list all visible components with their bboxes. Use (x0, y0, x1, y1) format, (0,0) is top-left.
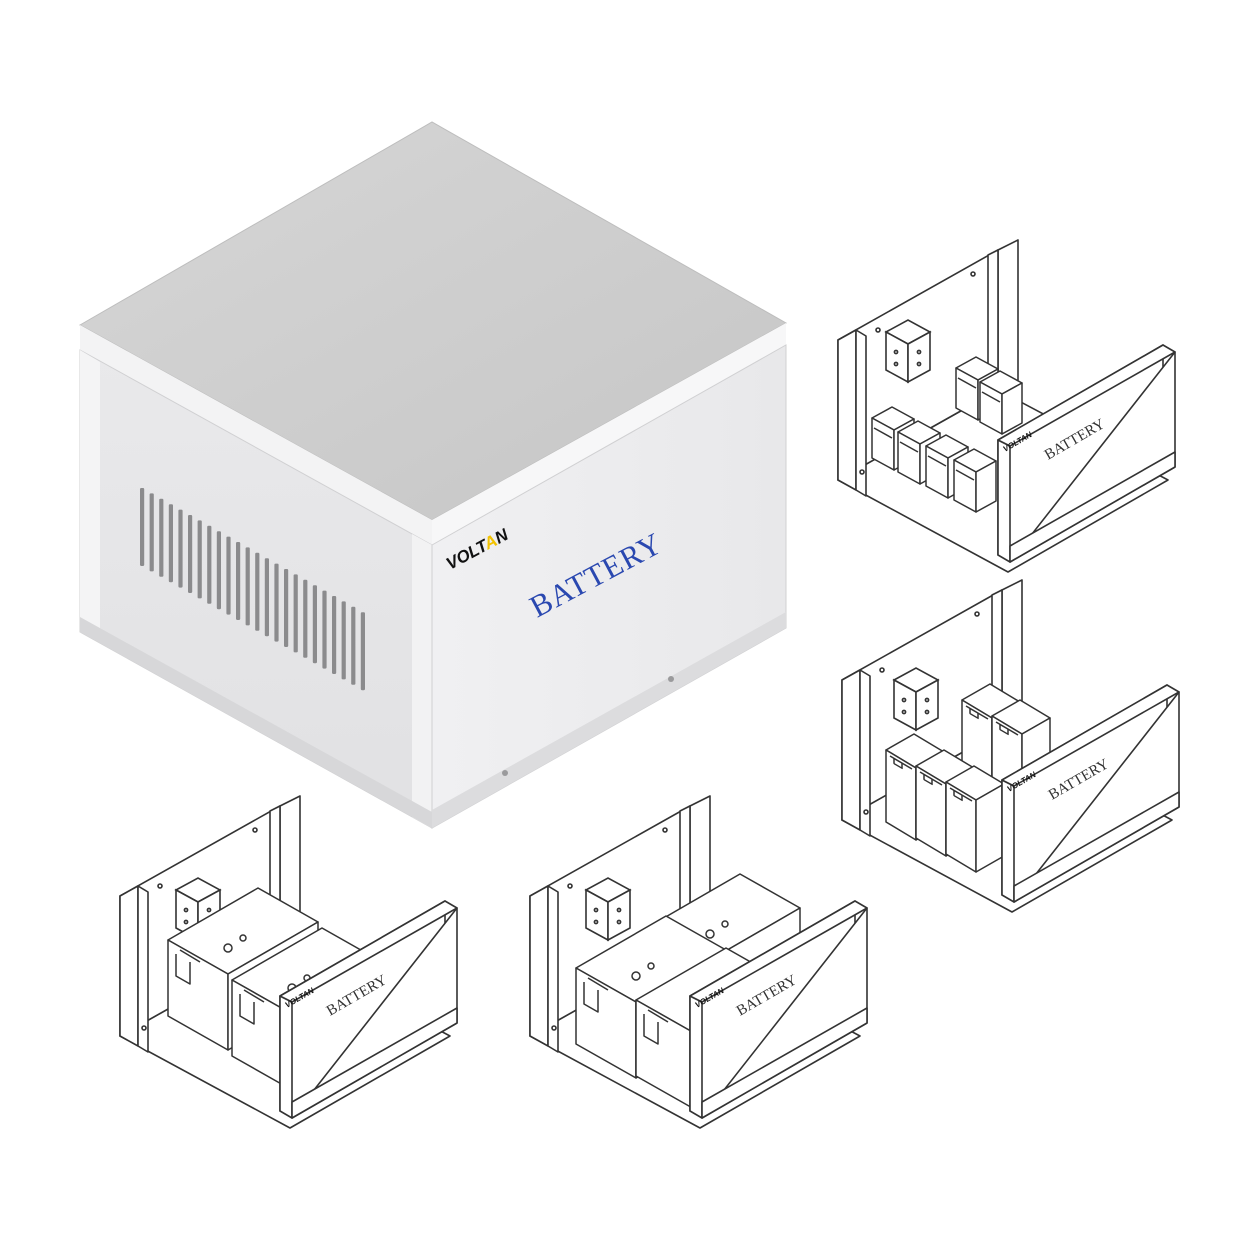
vent-slot (236, 542, 241, 620)
vent-slot (264, 558, 269, 637)
vent-slot (341, 601, 346, 680)
vent-slot (293, 574, 298, 653)
vent-slot (255, 552, 260, 631)
cabinet-lid-lip-right (432, 323, 786, 545)
vent-slot (197, 520, 202, 599)
vent-slot (303, 579, 308, 658)
vent-slot (216, 531, 221, 610)
cabinet-base-strip (432, 612, 786, 828)
vent-slot (140, 488, 145, 566)
cabinet-screw (502, 770, 508, 776)
vent-slot (168, 504, 173, 583)
cabinet-left-frame (80, 350, 100, 640)
vent-slot (149, 493, 154, 572)
vent-slot (312, 585, 317, 664)
vent-slot (207, 525, 212, 604)
open-cabinet-2: VOLTAN BATTERY (841, 579, 1180, 913)
cabinet-left-frame-right (412, 534, 432, 828)
open-cabinet-1: VOLTAN BATTERY (837, 239, 1176, 573)
vent-slot (351, 606, 356, 685)
vent-slot (360, 612, 365, 691)
cabinet-base-strip-left (80, 617, 432, 828)
vent-slot (274, 563, 279, 642)
vent-slot (284, 569, 289, 647)
vent-slot (332, 596, 337, 674)
vent-slot (178, 509, 183, 588)
vent-slot (245, 547, 250, 626)
vent-slot (226, 536, 231, 615)
cabinet-screw (668, 676, 674, 682)
vent-slot (159, 498, 164, 577)
vent-slot (322, 590, 327, 669)
open-cabinet-3: VOLTAN BATTERY (119, 795, 458, 1129)
open-cabinet-4: VOLTAN BATTERY (529, 795, 868, 1129)
vent-slot (188, 515, 193, 593)
cabinet-lid-lip-left (80, 325, 432, 545)
main-battery-cabinet: VOLTAN BATTERY (78, 121, 788, 829)
cabinet-vent-grille (140, 488, 365, 691)
